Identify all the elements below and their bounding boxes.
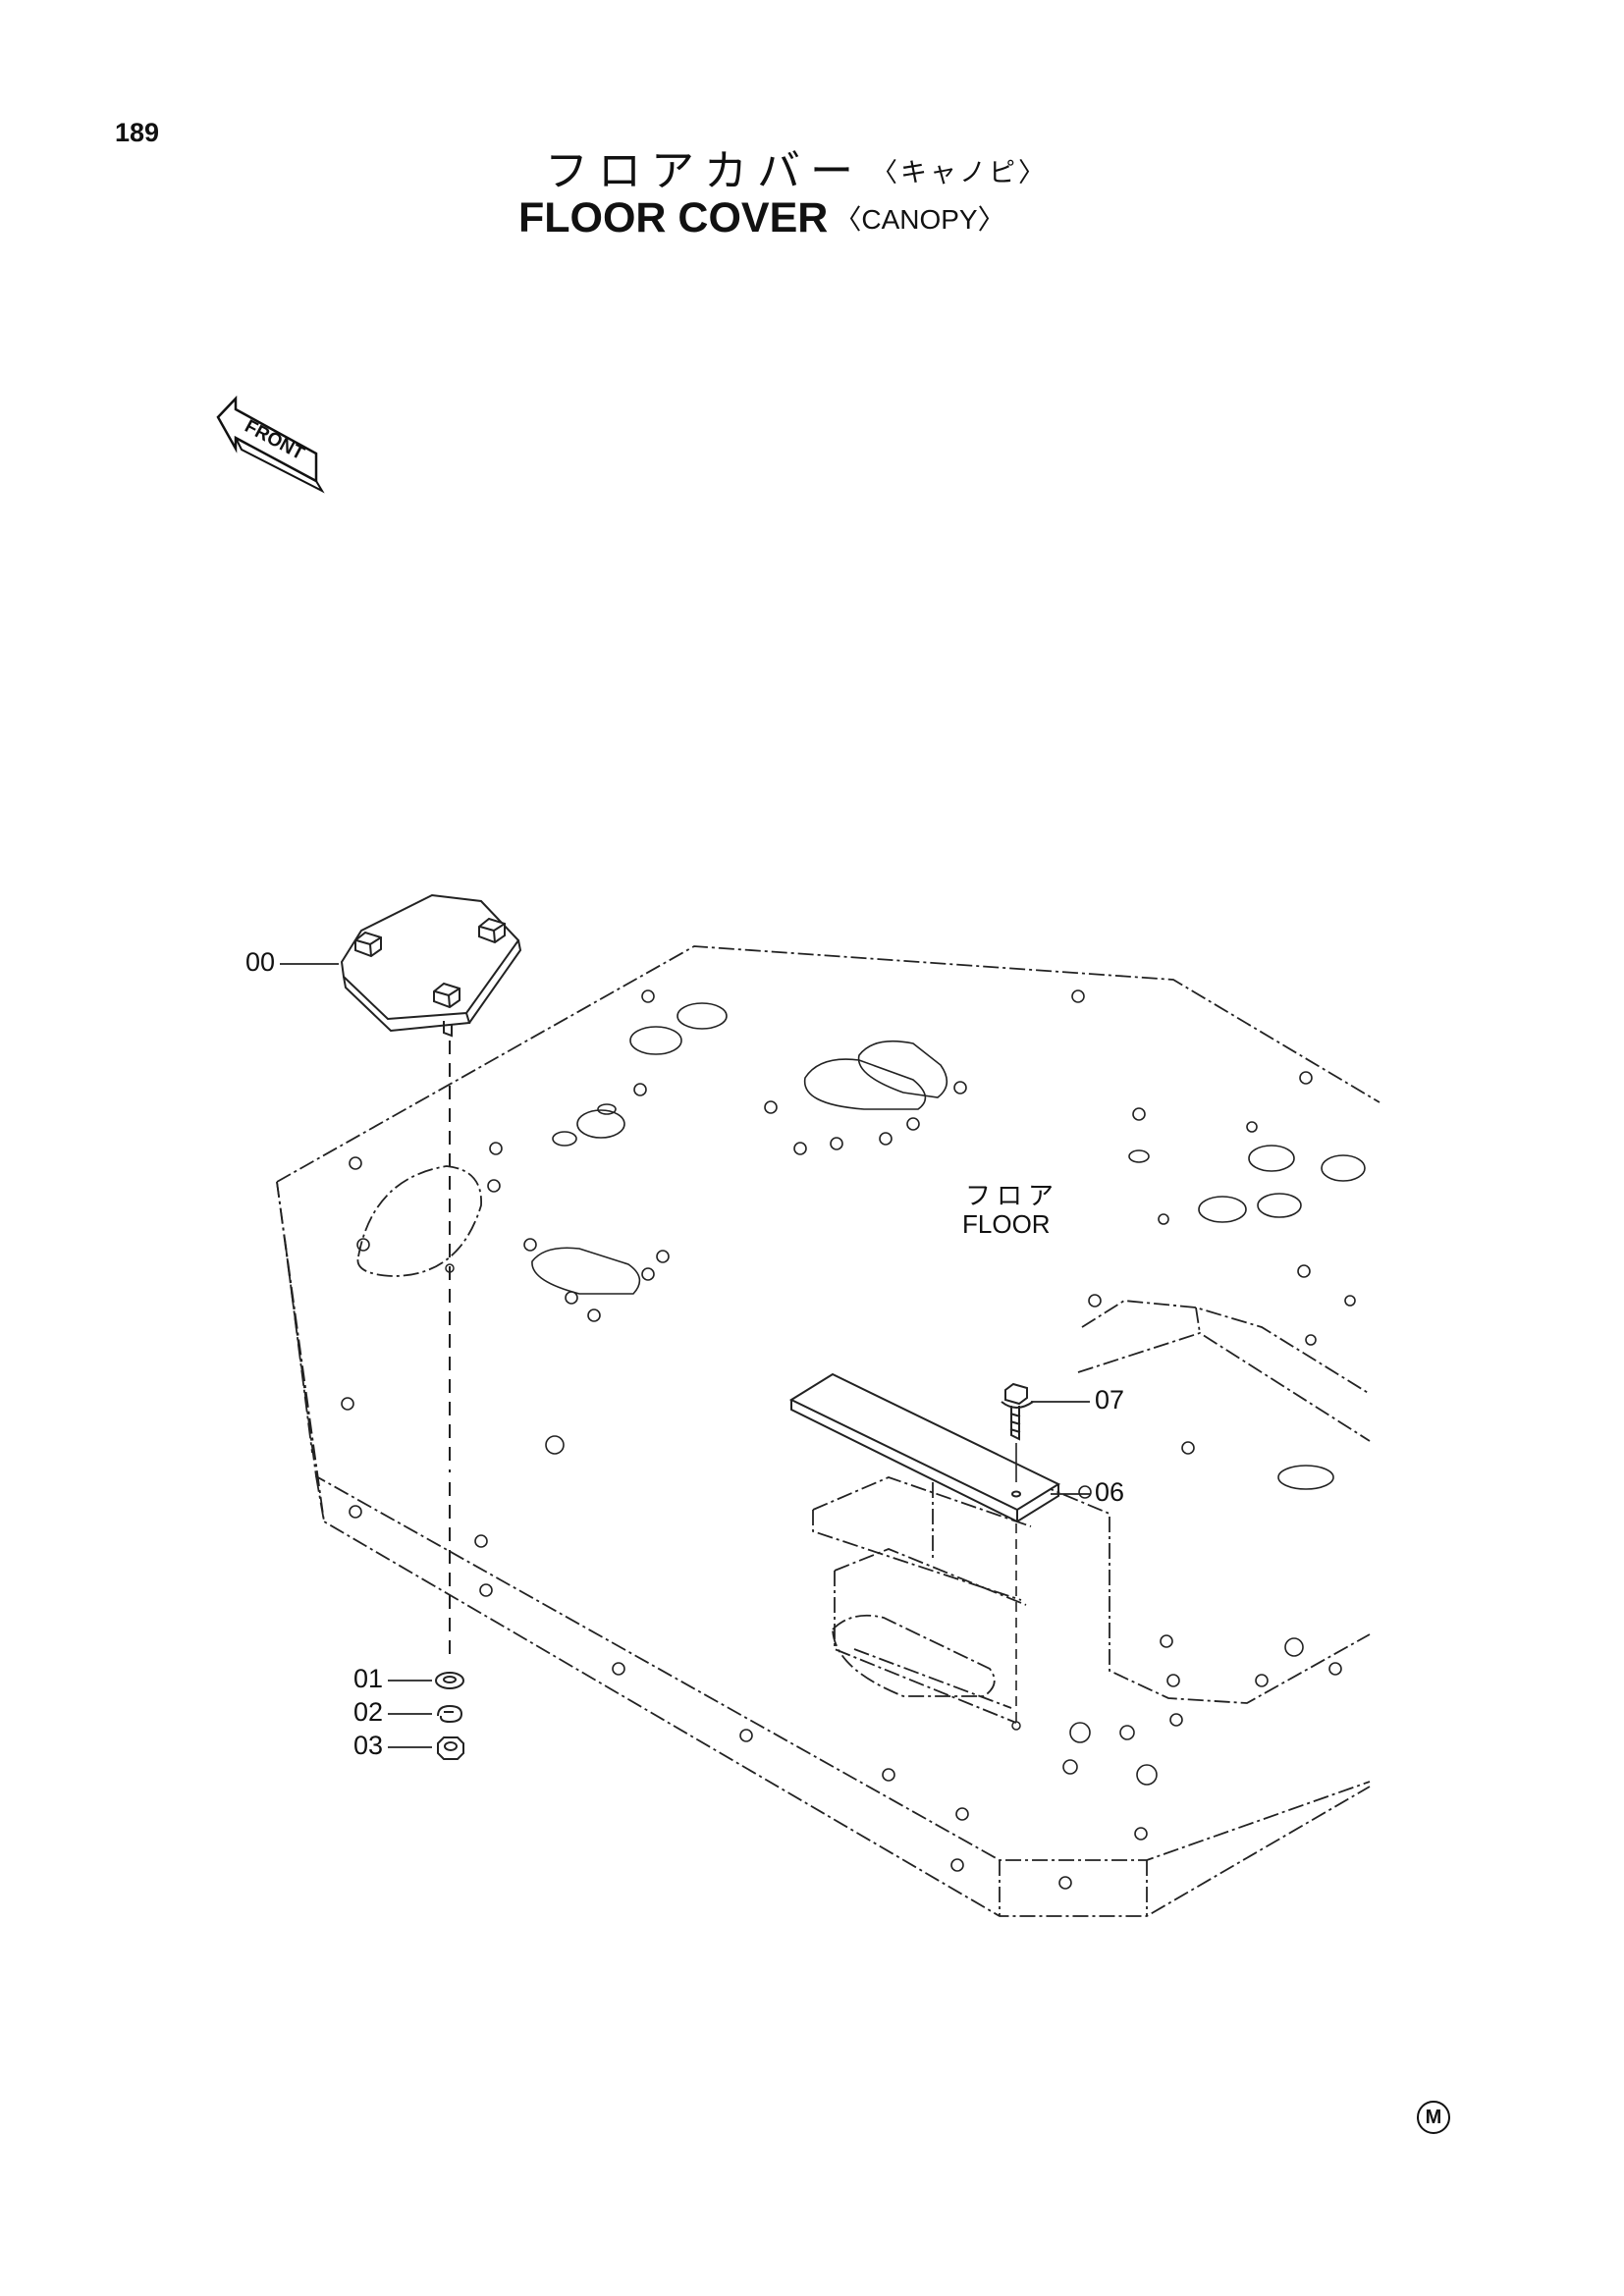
cover-bolt-icon — [433, 982, 460, 1038]
callout-02: 02 — [353, 1697, 384, 1727]
title-english: FLOOR COVER〈CANOPY〉 — [518, 194, 1005, 242]
part-00-cover — [340, 893, 522, 1038]
part-06-plate — [788, 1372, 1061, 1523]
bolt-icon — [1001, 1382, 1034, 1441]
floor-holes — [341, 989, 1366, 1890]
callout-00: 00 — [245, 947, 276, 977]
title-english-main: FLOOR COVER — [518, 194, 829, 241]
callout-01: 01 — [353, 1664, 384, 1693]
floor-label-japanese: フロア — [965, 1182, 1060, 1211]
title-japanese-main: フロアカバー — [545, 146, 863, 196]
maker-mark-icon: M — [1417, 2101, 1450, 2134]
cover-bolt-icon — [478, 917, 506, 944]
front-arrow-icon: FRONT — [216, 395, 325, 494]
callout-03: 03 — [353, 1731, 384, 1760]
washer-icon — [435, 1672, 464, 1689]
cover-bolt-icon — [354, 931, 382, 958]
floor-label-english: FLOOR — [962, 1209, 1051, 1239]
callout-06: 06 — [1095, 1477, 1125, 1507]
floor-plate — [276, 945, 1380, 1917]
page-number: 189 — [115, 118, 160, 147]
spring-washer-icon — [437, 1704, 463, 1724]
title-english-sub: 〈CANOPY〉 — [834, 204, 1005, 235]
callout-07: 07 — [1095, 1385, 1125, 1415]
nut-icon — [437, 1736, 464, 1760]
callout-leaders — [280, 963, 1090, 1748]
title-japanese-sub: 〈キャノピ〉 — [871, 158, 1048, 188]
title-japanese: フロアカバー〈キャノピ〉 — [545, 135, 1048, 198]
